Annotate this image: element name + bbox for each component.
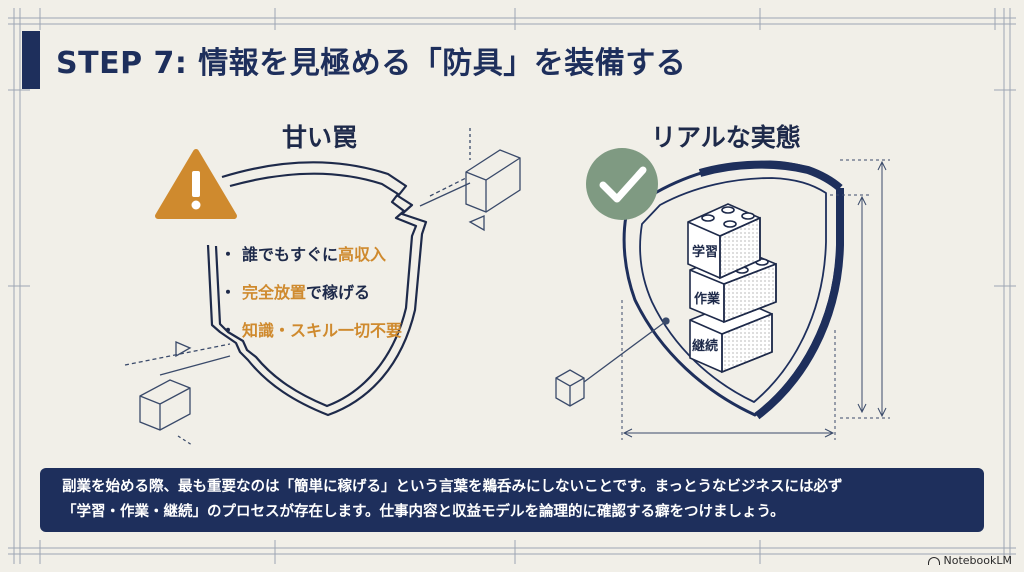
page-title: STEP 7: 情報を見極める「防具」を装備する bbox=[56, 46, 687, 81]
right-heading: リアルな実態 bbox=[651, 123, 801, 152]
block-1 bbox=[687, 203, 761, 280]
small-cube bbox=[555, 317, 670, 407]
notebooklm-watermark: NotebookLM bbox=[927, 554, 1012, 567]
block-label-3: 継続 bbox=[692, 338, 718, 354]
block-label-2: 作業 bbox=[694, 291, 721, 307]
trap-list: ・誰でもすぐに高収入 ・完全放置で稼げる ・知識・スキル一切不要 bbox=[220, 234, 402, 348]
broken-shield bbox=[206, 161, 428, 417]
broken-fragment-top bbox=[419, 128, 521, 232]
summary-box: 副業を始める際、最も重要なのは「簡単に稼げる」という言葉を鵜呑みにしないことです… bbox=[40, 468, 984, 532]
broken-fragment-bottom bbox=[124, 341, 231, 446]
block-stack bbox=[687, 203, 777, 374]
solid-shield bbox=[622, 160, 844, 420]
left-heading: 甘い罠 bbox=[282, 123, 358, 152]
title-accent-bar bbox=[22, 31, 40, 89]
trap-item-2: ・完全放置で稼げる bbox=[220, 283, 371, 302]
warning-icon bbox=[155, 149, 237, 219]
trap-item-1: ・誰でもすぐに高収入 bbox=[220, 245, 387, 264]
check-icon bbox=[586, 148, 658, 220]
notebooklm-icon bbox=[927, 556, 940, 565]
summary-line-1: 副業を始める際、最も重要なのは「簡単に稼げる」という言葉を鵜呑みにしないことです… bbox=[62, 479, 843, 495]
watermark-text: NotebookLM bbox=[943, 554, 1012, 567]
block-label-1: 学習 bbox=[692, 244, 718, 260]
trap-item-3: ・知識・スキル一切不要 bbox=[220, 321, 403, 340]
dimension-lines bbox=[621, 159, 890, 440]
summary-line-2: 「学習・作業・継続」のプロセスが存在します。仕事内容と収益モデルを論理的に確認す… bbox=[62, 504, 785, 520]
